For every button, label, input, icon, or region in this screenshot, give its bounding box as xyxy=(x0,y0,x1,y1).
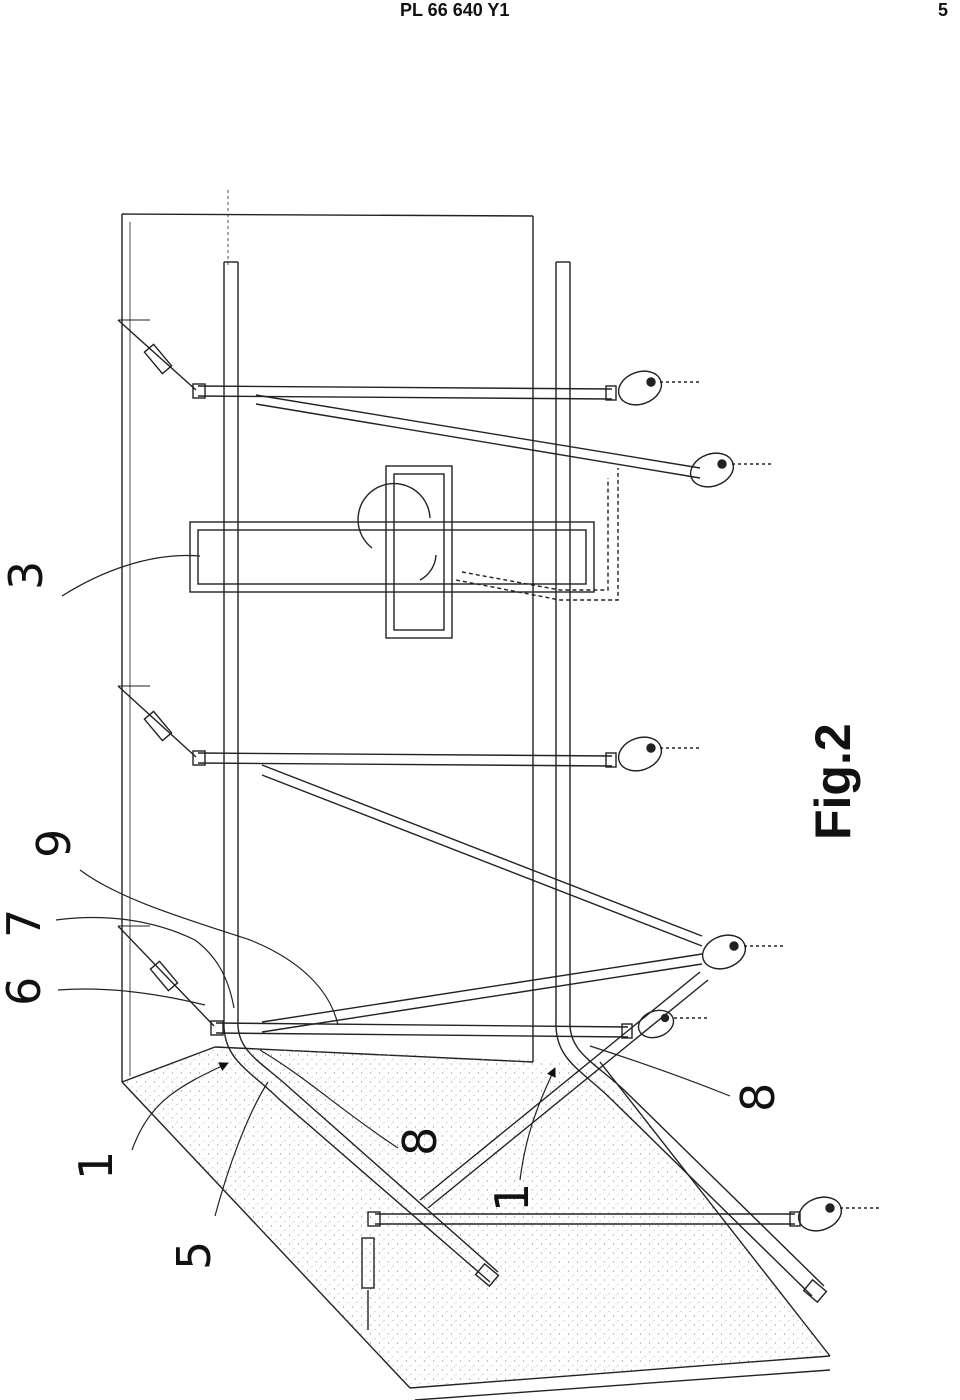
label-7: 7 xyxy=(0,909,51,938)
container-frame xyxy=(121,190,534,1083)
tie-rods xyxy=(117,319,215,1027)
label-1-upper: 1 xyxy=(69,1151,123,1180)
lower-rail xyxy=(555,261,828,1304)
eyelet-rings xyxy=(617,370,880,1232)
cross-bar-front xyxy=(361,1211,801,1330)
label-1-lower: 1 xyxy=(485,1183,539,1212)
cross-bar-3 xyxy=(210,1020,633,1039)
floor-panel xyxy=(121,1047,831,1400)
figure-caption: Fig.2 xyxy=(805,723,861,840)
diagonal-strut-2 xyxy=(261,764,703,947)
label-3: 3 xyxy=(0,561,53,590)
label-9: 9 xyxy=(27,829,81,858)
label-5: 5 xyxy=(167,1241,221,1270)
diagonal-strut-1 xyxy=(255,394,701,479)
leader-lines xyxy=(55,554,731,1217)
publication-number: PL 66 640 Y1 xyxy=(400,0,510,20)
label-6: 6 xyxy=(0,977,51,1006)
diagonal-strut-3 xyxy=(261,953,703,1033)
cross-bar-1 xyxy=(192,383,617,401)
reference-numerals: 3 9 7 6 1 5 8 1 8 xyxy=(0,561,785,1270)
label-8-right: 8 xyxy=(731,1083,785,1112)
cross-bar-2 xyxy=(192,750,617,768)
page-number: 5 xyxy=(937,0,948,20)
central-frame xyxy=(189,465,619,639)
label-8-lower: 8 xyxy=(393,1127,447,1156)
